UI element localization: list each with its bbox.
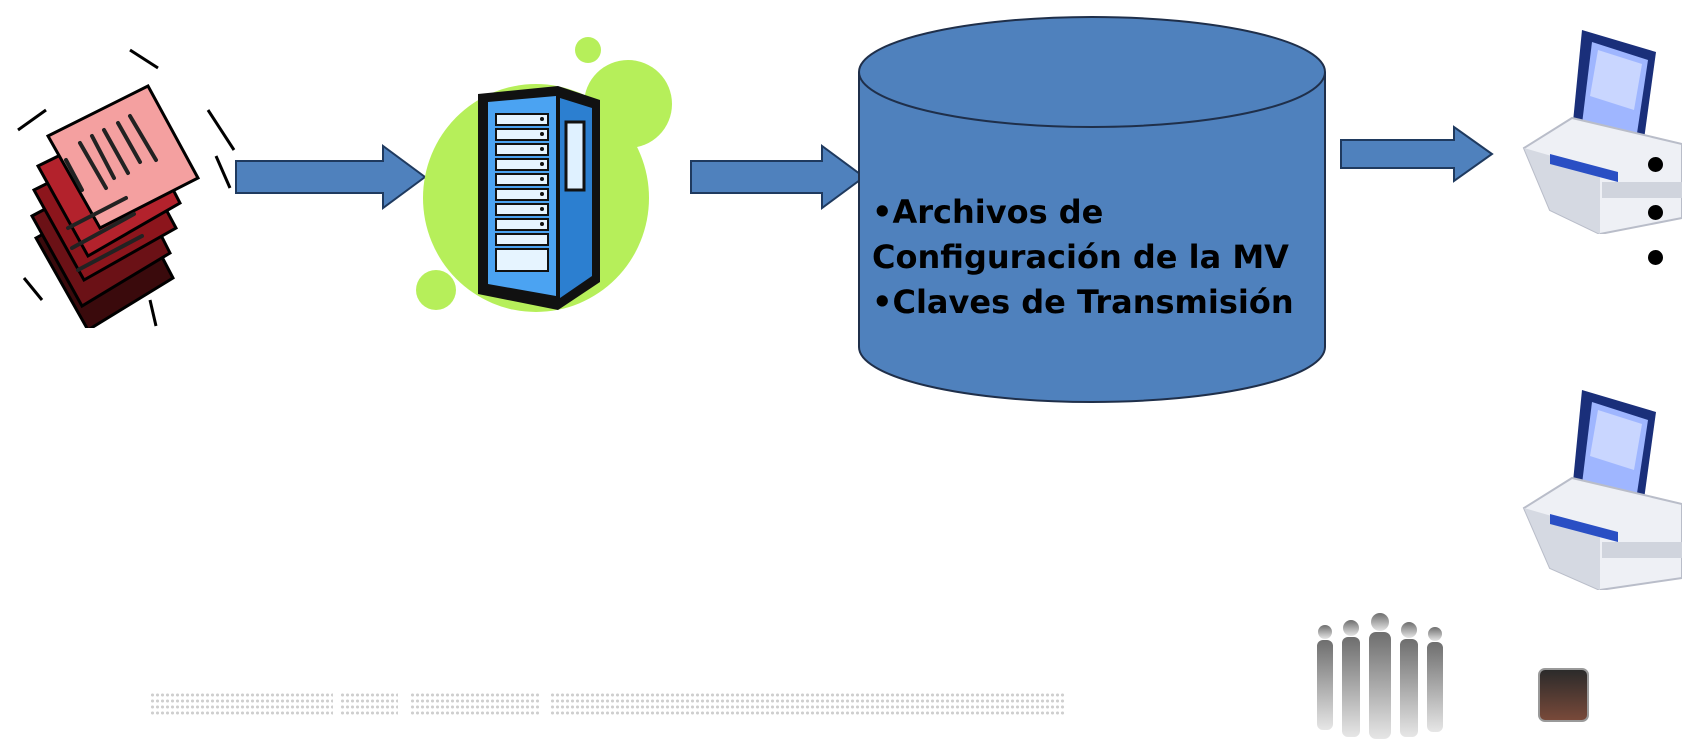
document-stack-icon <box>8 38 240 328</box>
database-line-configuracion: Configuración de la MV <box>872 238 1289 276</box>
voting-machine-icon <box>1520 22 1682 234</box>
flow-arrow-2 <box>688 143 868 211</box>
footer-gap-1 <box>333 688 341 720</box>
server-tower-icon <box>410 32 700 314</box>
database-line-claves: •Claves de Transmisión <box>872 283 1294 321</box>
bullet-dot-3 <box>1648 250 1663 265</box>
voting-machine-icon-2 <box>1520 382 1682 590</box>
bullet-dot-2 <box>1648 205 1663 220</box>
database-cylinder <box>855 10 1330 405</box>
footer-gap-2 <box>398 688 410 720</box>
bullet-dot-1 <box>1648 157 1663 172</box>
people-silhouettes-icon <box>1305 612 1460 739</box>
flow-arrow-3 <box>1338 124 1496 184</box>
flow-arrow-1 <box>233 143 429 211</box>
footer-gap-3 <box>540 688 550 720</box>
database-label: •Archivos de Configuración de la MV •Cla… <box>872 190 1332 325</box>
database-line-archivos: •Archivos de <box>872 193 1104 231</box>
dark-square-icon <box>1538 668 1589 722</box>
footer-dot-pattern <box>150 692 1065 716</box>
